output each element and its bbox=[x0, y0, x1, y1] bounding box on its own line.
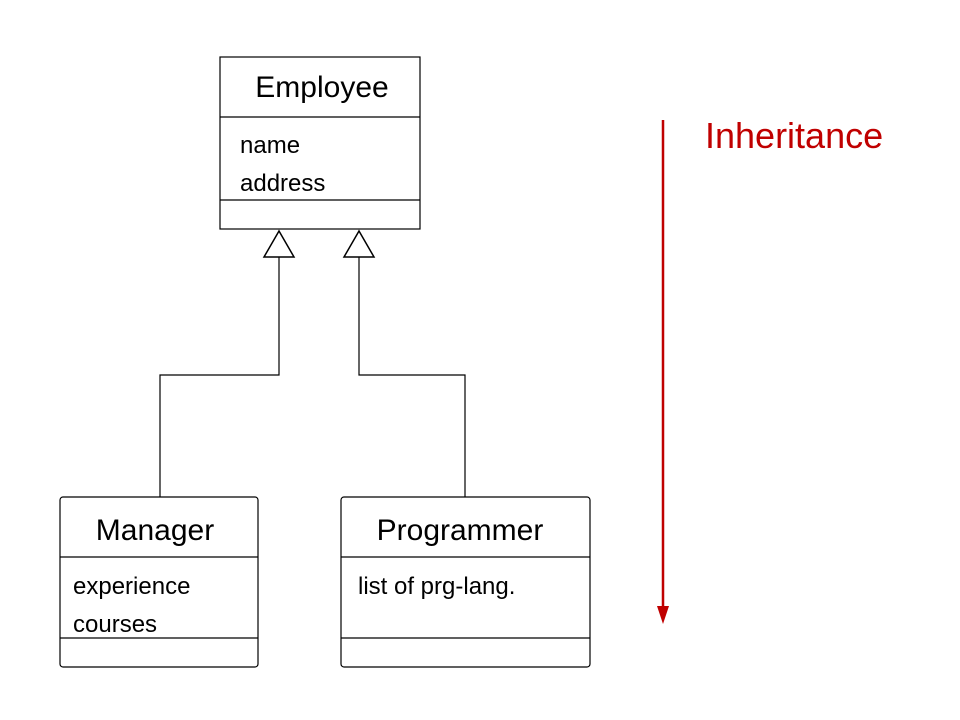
manager-generalization-arrowhead bbox=[262, 229, 296, 258]
manager-attr-experience: experience bbox=[73, 573, 190, 600]
class-employee: Employee name address bbox=[219, 56, 421, 230]
employee-attr-name: name bbox=[240, 132, 300, 159]
manager-class-name: Manager bbox=[96, 514, 214, 547]
manager-box bbox=[59, 496, 259, 668]
programmer-box bbox=[340, 496, 591, 668]
manager-attr-courses: courses bbox=[73, 611, 157, 638]
manager-connector-line bbox=[159, 257, 280, 497]
programmer-connector-line bbox=[358, 257, 466, 497]
inheritance-label: Inheritance bbox=[705, 115, 883, 156]
programmer-generalization-arrowhead bbox=[342, 229, 376, 258]
employee-attr-address: address bbox=[240, 170, 325, 197]
inheritance-connectors bbox=[159, 257, 466, 497]
programmer-class-name: Programmer bbox=[377, 514, 544, 547]
class-manager: Manager experience courses bbox=[59, 496, 259, 668]
class-programmer: Programmer list of prg-lang. bbox=[340, 496, 591, 668]
employee-class-name: Employee bbox=[255, 71, 388, 104]
inheritance-arrow-down-icon bbox=[657, 606, 669, 624]
inheritance-annotation: Inheritance bbox=[657, 115, 883, 624]
programmer-attr-languages: list of prg-lang. bbox=[358, 573, 515, 600]
